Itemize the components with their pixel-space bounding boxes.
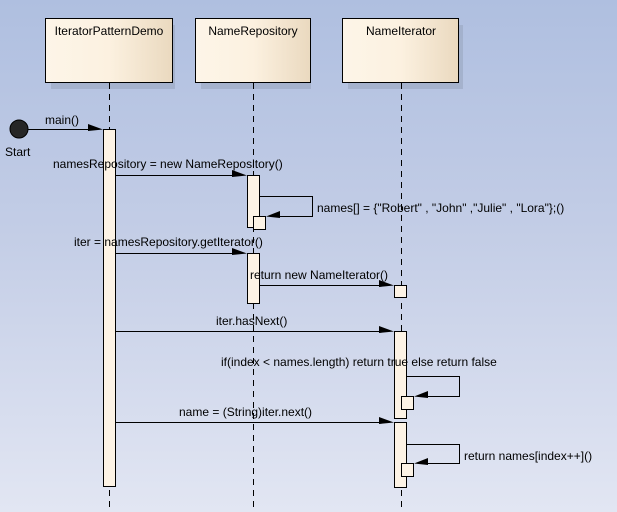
message-label: names[] = {"Robert" , "John" ,"Julie" , … (317, 201, 564, 215)
message-label: namesRepository = new NameRepository() (53, 157, 283, 171)
arrowhead-icon (379, 417, 394, 424)
lifeline-box[interactable] (195, 18, 311, 83)
activation-iter-next-self[interactable] (401, 463, 414, 477)
lifeline-iteratorpatterndemo[interactable]: IteratorPatternDemo (45, 18, 176, 512)
lifeline-title: NameRepository (208, 24, 297, 38)
start-circle-icon[interactable] (9, 119, 29, 139)
message-hasnext[interactable]: iter.hasNext() (116, 314, 394, 333)
activation-iter-hasnext-self[interactable] (401, 396, 414, 410)
message-label: return names[index++]() (464, 449, 592, 463)
arrowhead-icon (379, 326, 394, 333)
activation-repo-getiterator[interactable] (247, 253, 260, 304)
activation-demo-main[interactable] (103, 129, 116, 487)
activation-iter-next[interactable] (394, 422, 407, 488)
lifeline-title: NameIterator (366, 24, 436, 38)
start-node[interactable]: Start (5, 119, 31, 159)
message-return-new-nameiterator[interactable]: return new NameIterator() (250, 268, 394, 287)
message-hasnext-condition[interactable]: if(index < names.length) return true els… (221, 355, 497, 398)
lifeline-box[interactable] (342, 18, 459, 83)
arrowhead-icon (414, 458, 428, 465)
arrowhead-icon (232, 170, 247, 177)
lifeline-title: IteratorPatternDemo (55, 24, 164, 38)
activation-repo-names-init[interactable] (253, 216, 266, 230)
self-message-line (260, 196, 313, 217)
activation-iter-constructor[interactable] (394, 285, 407, 298)
arrowhead-icon (88, 124, 103, 131)
self-message-line (407, 444, 460, 464)
message-new-namerepository[interactable]: namesRepository = new NameRepository() (53, 157, 283, 177)
message-label: return new NameIterator() (250, 268, 388, 282)
message-label: if(index < names.length) return true els… (221, 355, 497, 369)
lifeline-box[interactable] (45, 18, 173, 83)
message-names-init[interactable]: names[] = {"Robert" , "John" ,"Julie" , … (260, 196, 564, 219)
self-message-line (407, 376, 460, 397)
message-next[interactable]: name = (String)iter.next() (116, 405, 394, 424)
arrowhead-icon (266, 211, 280, 218)
message-label: main() (45, 113, 79, 127)
start-label: Start (5, 145, 31, 159)
message-label: iter = namesRepository.getIterator() (74, 235, 263, 249)
message-label: iter.hasNext() (216, 314, 287, 328)
arrowhead-icon (232, 248, 247, 255)
arrowhead-icon (414, 391, 428, 398)
lifeline-nameiterator[interactable]: NameIterator (342, 18, 464, 512)
lifeline-namerepository[interactable]: NameRepository (195, 18, 312, 512)
message-return-names-index[interactable]: return names[index++]() (407, 444, 592, 466)
message-main[interactable]: main() (28, 113, 103, 131)
message-label: name = (String)iter.next() (179, 405, 312, 419)
message-getiterator[interactable]: iter = namesRepository.getIterator() (74, 235, 263, 255)
arrowhead-icon (379, 280, 394, 287)
